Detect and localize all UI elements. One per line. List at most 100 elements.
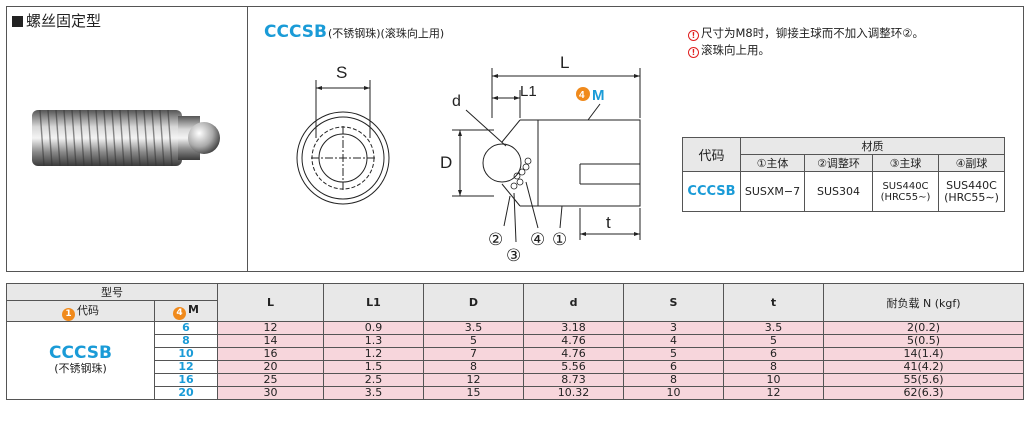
cell-L: 14 <box>217 334 324 348</box>
cell-L: 30 <box>217 386 324 400</box>
cell-d: 3.18 <box>523 321 624 335</box>
cell-t: 5 <box>723 334 824 348</box>
table-row: CCCSB (不锈钢珠) 6 12 0.9 3.5 3.18 3 3.5 2(0… <box>6 321 1024 400</box>
dim-D-label: D <box>440 153 452 172</box>
material-col: ③主球 <box>872 154 939 172</box>
cell-t: 12 <box>723 386 824 400</box>
cell-d: 10.32 <box>523 386 624 400</box>
table-row: 12 20 1.5 8 5.56 6 8 41(4.2) <box>7 360 1024 374</box>
badge-4-icon: 4 <box>173 306 187 320</box>
material-cell: SUSXM−7 <box>740 171 805 212</box>
table-row: 20 30 3.5 15 10.32 10 12 62(6.3) <box>7 386 1024 400</box>
cell-S: 5 <box>623 347 724 361</box>
cell-t: 10 <box>723 373 824 387</box>
badge-1-icon: 1 <box>62 307 75 321</box>
warning-icon: ! <box>688 47 699 58</box>
cell-load: 14(1.4) <box>823 347 1024 361</box>
cell-d: 5.56 <box>523 360 624 374</box>
col-header-d: d <box>523 283 624 322</box>
cell-S: 10 <box>623 386 724 400</box>
cell-L1: 1.2 <box>323 347 424 361</box>
cell-load: 5(0.5) <box>823 334 1024 348</box>
cell-L: 25 <box>217 373 324 387</box>
dim-t-label: t <box>606 213 611 232</box>
cell-load: 41(4.2) <box>823 360 1024 374</box>
dim-S-label: S <box>336 63 347 82</box>
cell-t: 3.5 <box>723 321 824 335</box>
cell-S: 3 <box>623 321 724 335</box>
cell-L1: 3.5 <box>323 386 424 400</box>
cell-D: 8 <box>423 360 524 374</box>
note-list: !尺寸为M8时，铆接主球而不加入调整环②。 !滚珠向上用。 <box>688 25 924 59</box>
part-4-label: ④ <box>530 230 545 250</box>
material-cell: SUS440C (HRC55∼) <box>938 171 1005 212</box>
cell-d: 4.76 <box>523 334 624 348</box>
col-header-L1: L1 <box>323 283 424 322</box>
note-item: !尺寸为M8时，铆接主球而不加入调整环②。 <box>688 25 924 42</box>
col-header-L: L <box>217 283 324 322</box>
cell-t: 8 <box>723 360 824 374</box>
badge-m-icon <box>576 87 590 101</box>
cell-d: 4.76 <box>523 347 624 361</box>
material-row-code: CCCSB <box>682 171 741 212</box>
part-2-label: ② <box>488 230 503 250</box>
cell-D: 5 <box>423 334 524 348</box>
cell-M: 8 <box>154 334 218 348</box>
part-3-label: ③ <box>506 246 521 266</box>
material-cell: SUS440C (HRC55∼) <box>872 171 939 212</box>
cell-M: 16 <box>154 373 218 387</box>
dim-L-label: L <box>560 53 569 72</box>
part-1-label: ① <box>552 230 567 250</box>
cell-M: 20 <box>154 386 218 400</box>
warning-icon: ! <box>688 30 699 41</box>
cell-L1: 1.3 <box>323 334 424 348</box>
material-header: 材质 <box>740 137 1005 155</box>
cell-L: 16 <box>217 347 324 361</box>
panel-divider <box>247 7 248 271</box>
cell-L1: 0.9 <box>323 321 424 335</box>
type-title: 螺丝固定型 <box>12 10 101 31</box>
cell-M: 6 <box>154 321 218 335</box>
model-header: 型号 <box>6 283 218 301</box>
cell-L: 20 <box>217 360 324 374</box>
cell-load: 55(5.6) <box>823 373 1024 387</box>
table-row: 8 14 1.3 5 4.76 4 5 5(0.5) <box>7 334 1024 348</box>
material-col: ①主体 <box>740 154 805 172</box>
cell-D: 15 <box>423 386 524 400</box>
material-table: 代码 材质 ①主体 ②调整环 ③主球 ④副球 CCCSB SUSXM−7 SUS… <box>682 137 1005 212</box>
cell-D: 3.5 <box>423 321 524 335</box>
cell-D: 12 <box>423 373 524 387</box>
cell-L1: 1.5 <box>323 360 424 374</box>
code-value: CCCSB <box>49 342 112 363</box>
code-note: (不锈钢珠) <box>54 361 107 375</box>
material-cell: SUS304 <box>804 171 873 212</box>
table-row: 10 16 1.2 7 4.76 5 6 14(1.4) <box>7 347 1024 361</box>
col-header-load: 耐负载 N (kgf) <box>823 283 1024 322</box>
dim-L1-label: L1 <box>520 83 537 100</box>
cell-L: 12 <box>217 321 324 335</box>
cell-load: 62(6.3) <box>823 386 1024 400</box>
product-title: CCCSB(不锈钢珠)(滚珠向上用) <box>264 22 445 42</box>
top-panel <box>6 6 1024 272</box>
cell-M: 10 <box>154 347 218 361</box>
dim-M-label: M <box>592 87 605 104</box>
col-header-S: S <box>623 283 724 322</box>
cell-S: 8 <box>623 373 724 387</box>
dim-d-label: d <box>452 93 461 110</box>
note-item: !滚珠向上用。 <box>688 42 924 59</box>
code-cell: CCCSB (不锈钢珠) <box>6 321 155 400</box>
col-header-D: D <box>423 283 524 322</box>
material-col: ②调整环 <box>804 154 873 172</box>
col-header-t: t <box>723 283 824 322</box>
badge-m-number: 4 <box>579 90 585 101</box>
material-code-header: 代码 <box>682 137 741 172</box>
cell-S: 4 <box>623 334 724 348</box>
cell-M: 12 <box>154 360 218 374</box>
cell-D: 7 <box>423 347 524 361</box>
square-bullet-icon <box>12 16 23 27</box>
cell-load: 2(0.2) <box>823 321 1024 335</box>
cell-S: 6 <box>623 360 724 374</box>
table-row: 16 25 2.5 12 8.73 8 10 55(5.6) <box>7 373 1024 387</box>
